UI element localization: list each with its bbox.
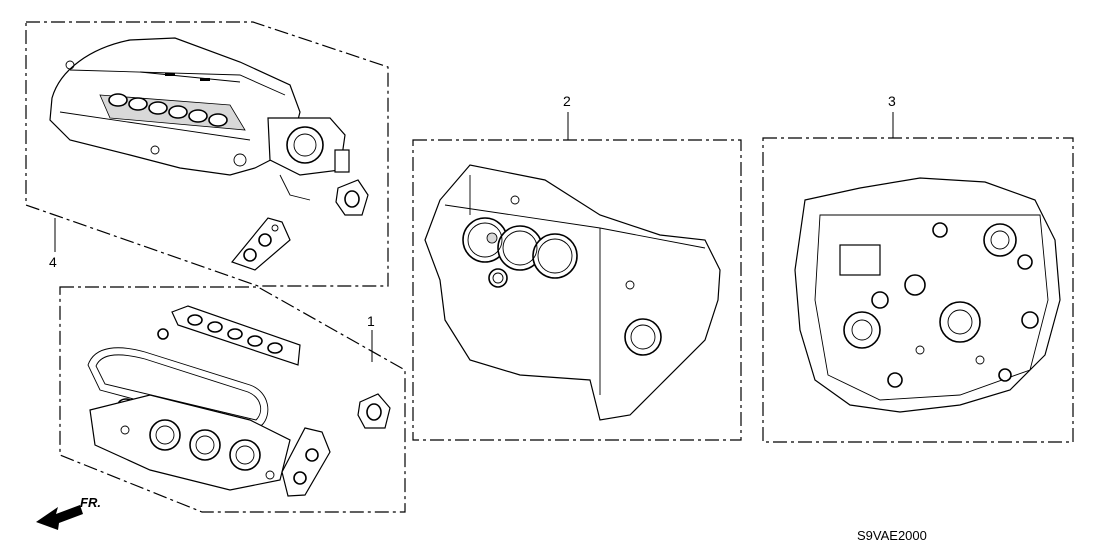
front-direction-label: FR. — [80, 495, 101, 510]
exhaust-manifold-gasket — [281, 427, 331, 497]
panel-4-intake-manifold-kit: 4 — [25, 21, 389, 287]
engine-block-illustration — [424, 164, 721, 421]
o-ring — [157, 328, 169, 340]
front-direction-arrow: FR. — [36, 495, 101, 530]
callout-4[interactable]: 4 — [49, 254, 57, 270]
intake-manifold-gasket — [230, 217, 291, 271]
intake-manifold-illustration — [49, 37, 350, 201]
cylinder-head-gasket — [89, 394, 291, 491]
intake-gasket-strip — [171, 305, 301, 366]
callout-2[interactable]: 2 — [563, 93, 571, 109]
panel-3-transmission-gasket-kit: 3 — [762, 93, 1074, 443]
callout-1[interactable]: 1 — [367, 313, 375, 329]
panel-1-head-gasket-kit: 1 — [59, 286, 406, 513]
panel-2-block-gasket-kit: 2 — [412, 93, 742, 441]
thermostat-gasket — [357, 393, 391, 429]
transmission-case-illustration — [794, 177, 1061, 413]
throttle-body-gasket — [335, 179, 369, 216]
callout-3[interactable]: 3 — [888, 93, 896, 109]
diagram-code: S9VAE2000 — [857, 528, 927, 543]
